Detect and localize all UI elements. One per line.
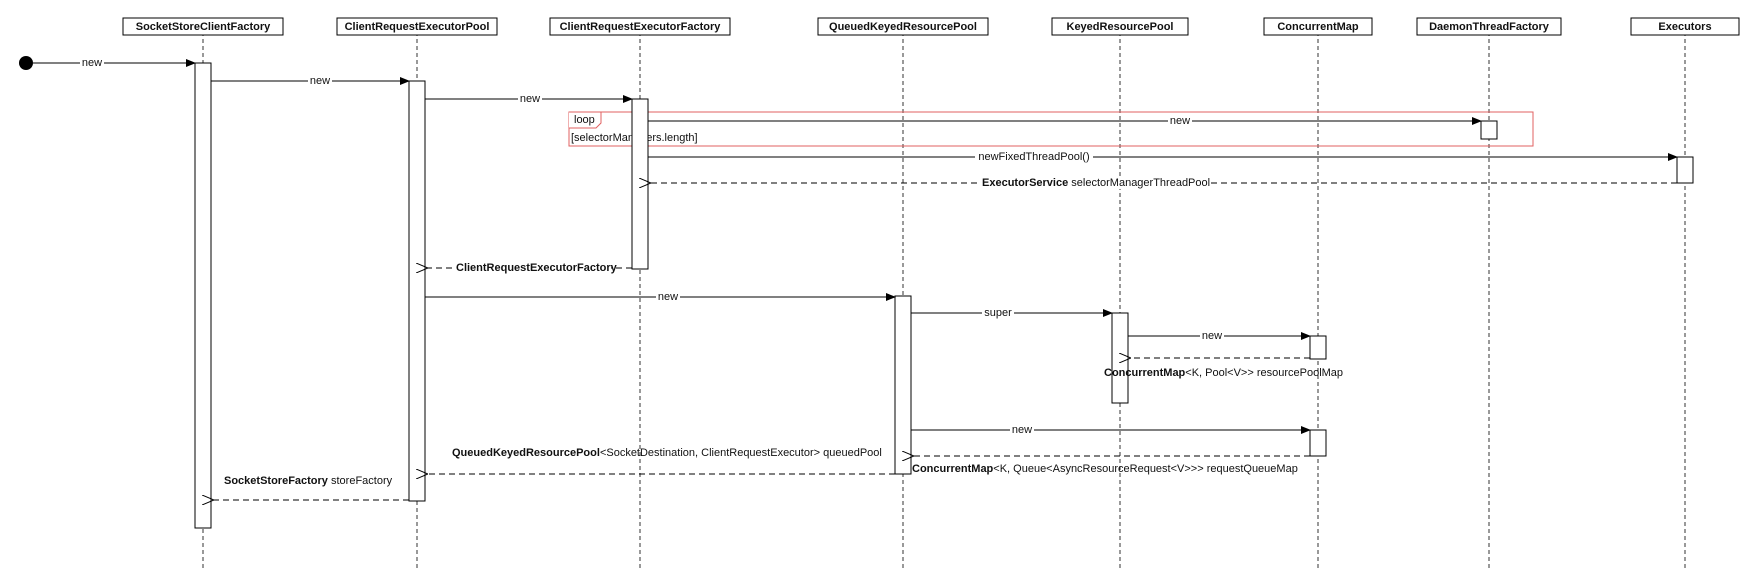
participant-socketstoreclientfactory: SocketStoreClientFactory bbox=[122, 17, 284, 36]
activation-bar bbox=[1676, 156, 1694, 184]
message-label: ConcurrentMap<K, Queue<AsyncResourceRequ… bbox=[912, 463, 1298, 475]
participant-label: ClientRequestExecutorFactory bbox=[560, 21, 722, 33]
initial-node bbox=[19, 56, 33, 70]
activation-bar bbox=[194, 62, 212, 529]
participant-label: DaemonThreadFactory bbox=[1429, 21, 1550, 33]
message-labels: new new new new newFixedThreadPool() Exe… bbox=[80, 56, 1343, 487]
activation-bar bbox=[1111, 312, 1129, 404]
return-name: <K, Pool<V>> resourcePoolMap bbox=[1185, 367, 1343, 379]
messages bbox=[33, 59, 1678, 500]
participant-clientrequestexecutorfactory: ClientRequestExecutorFactory bbox=[549, 17, 731, 36]
participant-executors: Executors bbox=[1630, 17, 1740, 36]
participant-label: Executors bbox=[1658, 21, 1711, 33]
return-name: <SocketDestination, ClientRequestExecuto… bbox=[600, 447, 882, 459]
return-name: storeFactory bbox=[328, 475, 393, 487]
message-label: ConcurrentMap<K, Pool<V>> resourcePoolMa… bbox=[1104, 367, 1343, 379]
message-label: new bbox=[1170, 115, 1190, 127]
return-type: ExecutorService bbox=[982, 177, 1068, 189]
return-name: selectorManagerThreadPool bbox=[1068, 177, 1210, 189]
participant-label: ClientRequestExecutorPool bbox=[345, 21, 490, 33]
activation-bar bbox=[1480, 120, 1498, 140]
return-type: ConcurrentMap bbox=[912, 463, 994, 475]
participant-label: SocketStoreClientFactory bbox=[136, 21, 271, 33]
participant-label: ConcurrentMap bbox=[1277, 21, 1359, 33]
message-label: ClientRequestExecutorFactory bbox=[456, 262, 618, 274]
activation-bar bbox=[1309, 429, 1327, 457]
participant-daemonthreadfactory: DaemonThreadFactory bbox=[1416, 17, 1562, 36]
activation-bar bbox=[408, 80, 426, 502]
message-label: new bbox=[1012, 424, 1032, 436]
return-name: <K, Queue<AsyncResourceRequest<V>>> requ… bbox=[993, 463, 1298, 475]
message-label: new bbox=[82, 57, 102, 69]
return-type: SocketStoreFactory bbox=[224, 475, 329, 487]
activations bbox=[194, 62, 1694, 529]
message-label: SocketStoreFactory storeFactory bbox=[224, 475, 393, 487]
activation-bar bbox=[1309, 335, 1327, 360]
activation-bar bbox=[894, 295, 912, 475]
message-label: new bbox=[310, 75, 330, 87]
loop-label: loop bbox=[574, 114, 595, 126]
loop-fragment: loop [selectorManagers.length] bbox=[568, 111, 1534, 147]
participant-clientrequestexecutorpool: ClientRequestExecutorPool bbox=[336, 17, 498, 36]
participant-keyedresourcepool: KeyedResourcePool bbox=[1051, 17, 1189, 36]
participant-concurrentmap: ConcurrentMap bbox=[1263, 17, 1373, 36]
return-type: QueuedKeyedResourcePool bbox=[452, 447, 600, 459]
activation-bar bbox=[631, 98, 649, 270]
participant-label: QueuedKeyedResourcePool bbox=[829, 21, 977, 33]
message-label: ExecutorService selectorManagerThreadPoo… bbox=[982, 177, 1210, 189]
message-label: newFixedThreadPool() bbox=[978, 151, 1089, 163]
message-label: new bbox=[1202, 330, 1222, 342]
message-label: new bbox=[520, 93, 540, 105]
message-label: super bbox=[984, 307, 1012, 319]
message-label: new bbox=[658, 291, 678, 303]
message-label: QueuedKeyedResourcePool<SocketDestinatio… bbox=[452, 447, 882, 459]
participant-label: KeyedResourcePool bbox=[1067, 21, 1174, 33]
participant-queuedkeyedresourcepool: QueuedKeyedResourcePool bbox=[817, 17, 989, 36]
return-type: ConcurrentMap bbox=[1104, 367, 1186, 379]
